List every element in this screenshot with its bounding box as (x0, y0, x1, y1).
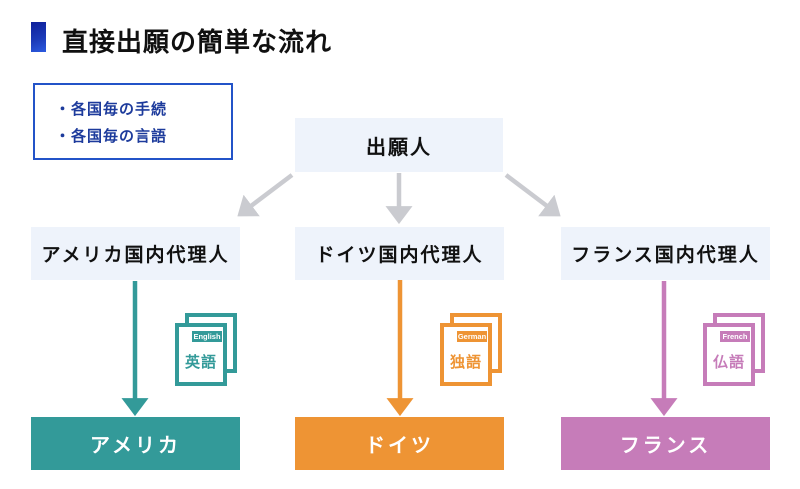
note-item-language: ・各国毎の言語 (55, 128, 168, 145)
document-front-sheet: French 仏語 (703, 323, 755, 386)
document-tag-english: English (191, 330, 223, 343)
document-front-sheet: German 独語 (440, 323, 492, 386)
document-front-sheet: English 英語 (175, 323, 227, 386)
country-box-usa: アメリカ (31, 417, 240, 470)
document-language-label: 仏語 (712, 354, 745, 371)
document-language-label: 独語 (449, 354, 482, 371)
title-accent-bar (31, 22, 46, 52)
arrow-applicant-to-france-agent (504, 173, 561, 217)
document-icon-german: German 独語 (440, 313, 502, 388)
agent-box-germany: ドイツ国内代理人 (295, 227, 504, 280)
document-icon-english: English 英語 (175, 313, 237, 388)
document-tag-german: German (456, 330, 488, 343)
page-title: 直接出願の簡単な流れ (62, 27, 333, 57)
note-box: ・各国毎の手続 ・各国毎の言語 (33, 83, 233, 160)
country-box-germany: ドイツ (295, 417, 504, 470)
country-box-france: フランス (561, 417, 770, 470)
agent-box-usa: アメリカ国内代理人 (31, 227, 240, 280)
note-item-procedure: ・各国毎の手続 (55, 101, 168, 118)
agent-box-france: フランス国内代理人 (561, 227, 770, 280)
document-tag-french: French (719, 330, 751, 343)
document-language-label: 英語 (184, 354, 217, 371)
arrow-applicant-to-usa-agent (237, 173, 294, 217)
applicant-box: 出願人 (295, 118, 503, 172)
document-icon-french: French 仏語 (703, 313, 765, 388)
